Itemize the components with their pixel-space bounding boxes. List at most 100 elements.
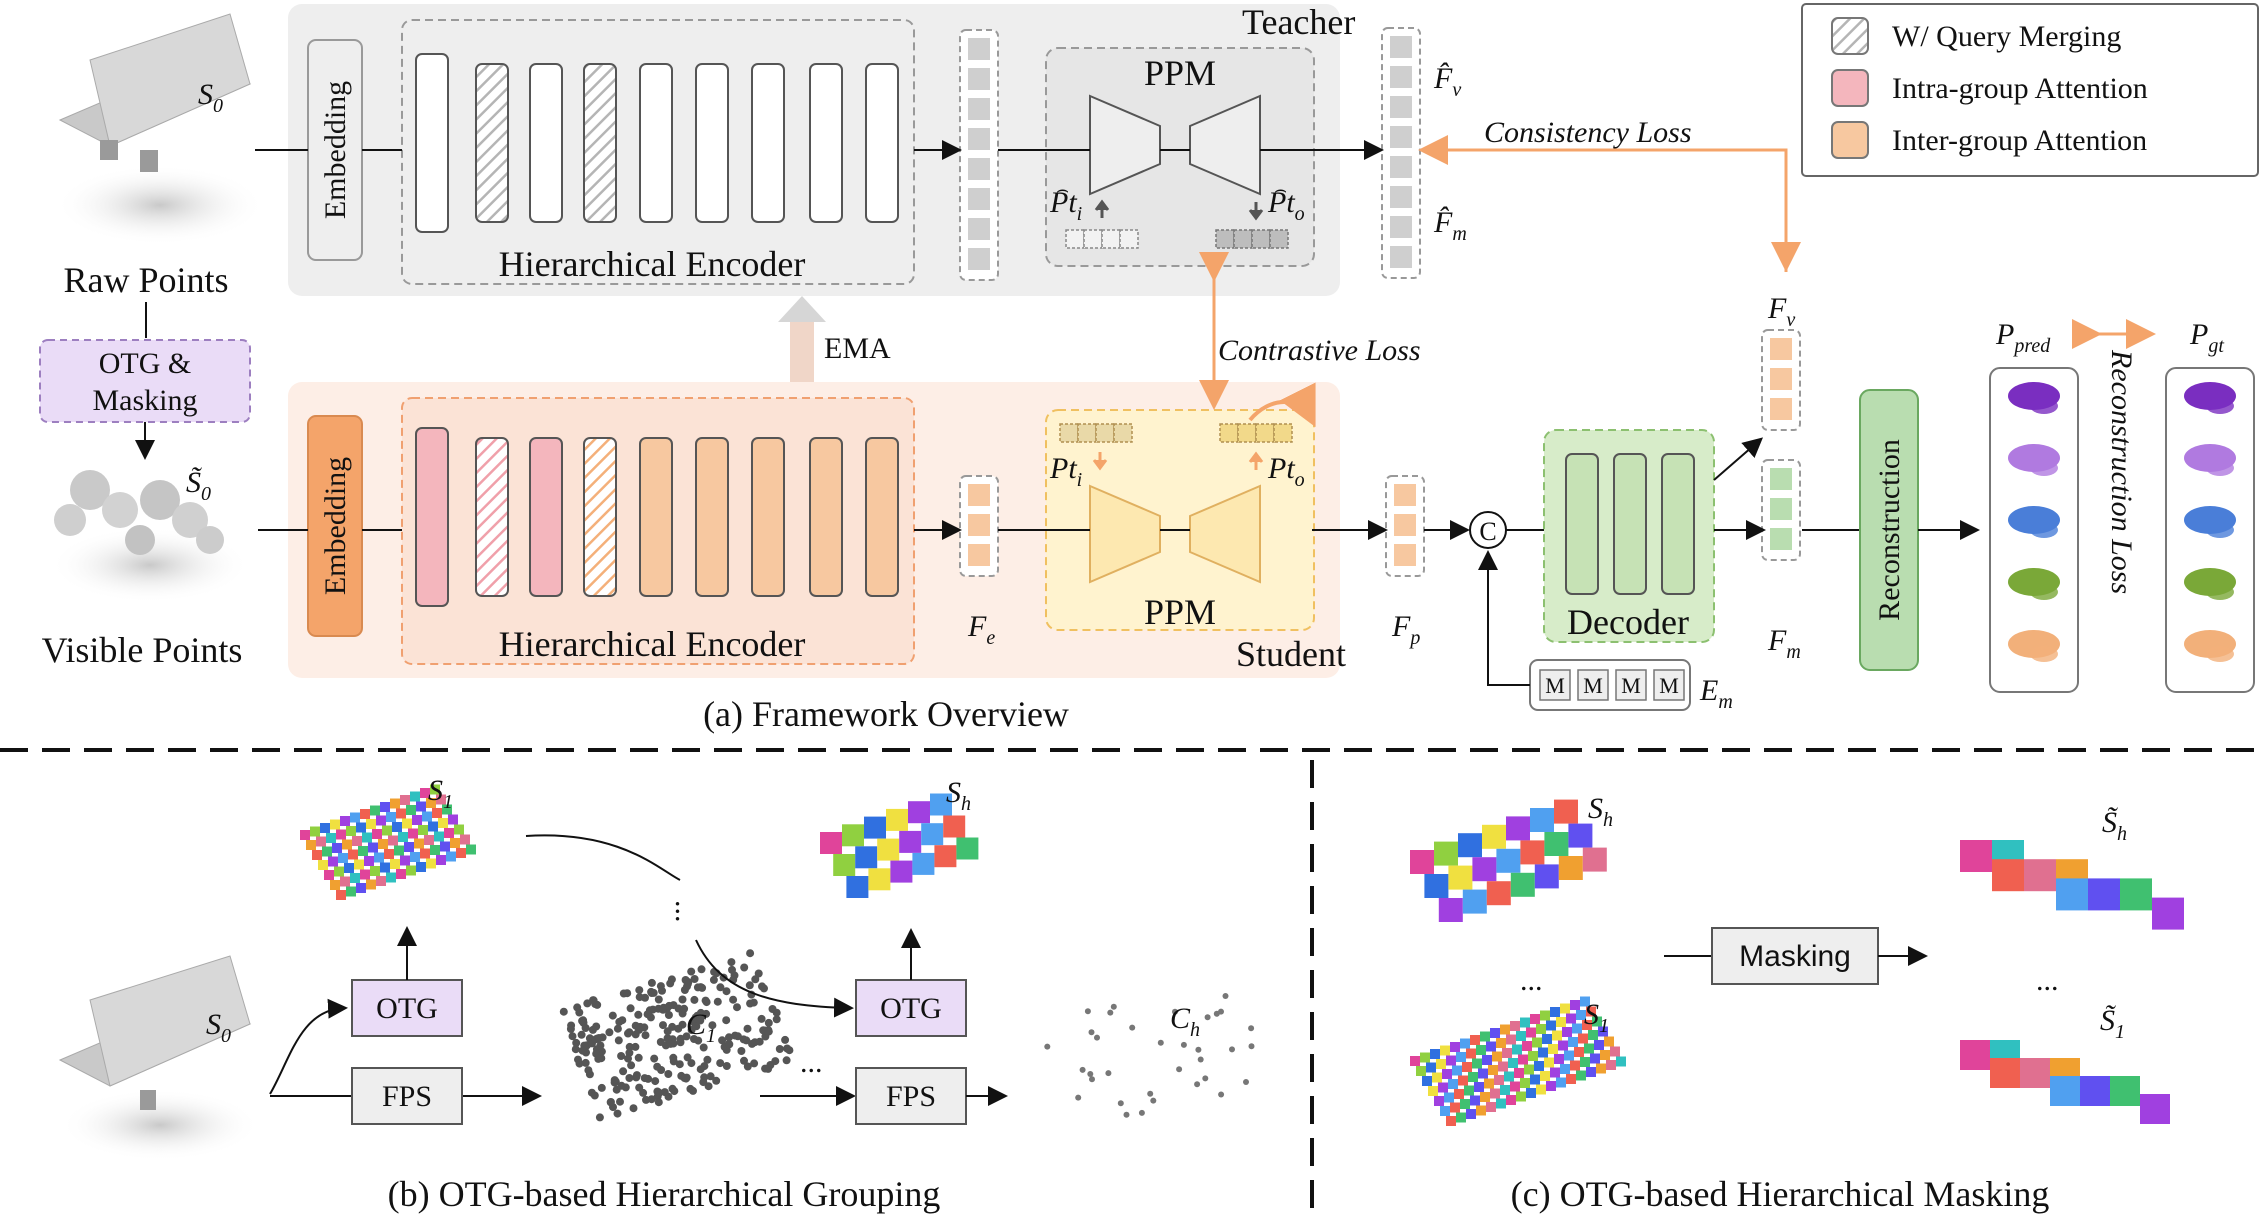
point-cluster — [1570, 1000, 1580, 1010]
visible-points-image — [50, 470, 250, 603]
sampled-point — [1107, 1009, 1114, 1016]
point-cluster — [1476, 1105, 1486, 1116]
sampled-point — [592, 1022, 601, 1031]
point-cluster — [336, 829, 346, 840]
mask-token-label: M — [1621, 673, 1641, 698]
sampled-point — [654, 1098, 663, 1107]
mask-token-box — [1577, 669, 1609, 701]
point-cluster — [855, 846, 878, 869]
fv-col-token — [1770, 338, 1792, 360]
point-cluster — [1556, 1077, 1566, 1088]
encoder-layer — [583, 63, 617, 223]
pti-cube — [1065, 229, 1085, 249]
point-cluster — [1616, 1056, 1626, 1067]
point-cluster — [1572, 1023, 1582, 1034]
masking-s1-label: S1 — [1584, 998, 1609, 1037]
sampled-point — [619, 1067, 628, 1076]
point-cluster — [410, 791, 420, 802]
grouping-s1-label: S1 — [428, 774, 453, 813]
student-pti-down-arrow — [1092, 452, 1108, 471]
concat-symbol-text: C — [1479, 517, 1496, 546]
teacher-pti-label: Pti — [1049, 186, 1082, 225]
sampled-point — [731, 1031, 740, 1040]
sampled-point — [666, 979, 675, 988]
point-cluster — [868, 868, 891, 891]
sampled-point — [751, 975, 760, 984]
point-cluster — [1416, 1066, 1426, 1076]
point-cluster — [1552, 1030, 1562, 1041]
encoder-layer — [695, 63, 729, 223]
point-cluster — [1546, 1081, 1556, 1091]
point-cluster — [1512, 1044, 1522, 1055]
point-cluster — [1506, 1034, 1516, 1045]
point-cluster — [350, 873, 360, 883]
encoder-layer — [865, 437, 899, 597]
point-cluster — [1430, 1049, 1440, 1059]
shape-blob — [2206, 398, 2234, 414]
student-pto-curve-arrow — [1248, 382, 1316, 428]
point-cluster — [1514, 1068, 1524, 1078]
fm-hat-label: F̂m — [1433, 206, 1467, 245]
point-cluster — [388, 835, 398, 846]
point-cluster — [930, 793, 952, 816]
mask-token-label: M — [1545, 673, 1565, 698]
student-ppm-encoder-shape — [1089, 484, 1161, 584]
sampled-point — [737, 1047, 746, 1055]
fv-col-token — [1770, 368, 1792, 390]
fm-token-column — [1761, 459, 1801, 561]
teacher-embedding-label: Embedding — [319, 81, 352, 219]
student-pti-label: Pti — [1049, 452, 1082, 491]
point-cluster — [1990, 1058, 2020, 1088]
otg-box-1-label: OTG — [376, 992, 438, 1025]
student-pto-tokens — [1219, 423, 1293, 443]
fp-token-column — [1385, 475, 1425, 577]
fm-col-token — [1770, 498, 1792, 520]
mask-token-label: M — [1583, 673, 1603, 698]
point-cluster — [1510, 872, 1535, 897]
point-cluster — [1560, 1003, 1570, 1014]
point-cluster — [1500, 1024, 1510, 1035]
masking-sh-label: Sh — [1588, 792, 1613, 831]
sampled-point — [748, 1039, 756, 1048]
point-cluster — [456, 848, 466, 858]
sampled-point — [566, 1025, 575, 1033]
sampled-point — [631, 1021, 640, 1030]
sampled-point — [1243, 1079, 1249, 1085]
sampled-point — [675, 1060, 684, 1069]
sampled-point — [664, 1092, 673, 1101]
legend-label: W/ Query Merging — [1892, 20, 2121, 53]
sampled-point — [669, 1001, 678, 1010]
point-cluster — [833, 854, 856, 876]
sampled-point — [658, 986, 666, 995]
point-cluster — [1424, 874, 1449, 898]
point-cluster — [416, 862, 426, 872]
mask-token-box — [1615, 669, 1647, 701]
sampled-point — [571, 1045, 580, 1054]
point-cluster — [1456, 1112, 1466, 1123]
teacher-encoder-box — [401, 19, 915, 285]
point-cluster — [1540, 1071, 1550, 1081]
point-cluster — [890, 860, 913, 883]
raw-points-label: Raw Points — [63, 260, 228, 300]
teacher-pto-label: Pto — [1267, 186, 1305, 225]
decoder-label: Decoder — [1567, 602, 1689, 642]
point-cluster — [2024, 859, 2056, 892]
sampled-point — [680, 1004, 689, 1013]
sampled-point — [1222, 993, 1229, 999]
sampled-point — [758, 982, 766, 991]
sampled-point — [712, 1076, 721, 1085]
point-cluster — [1578, 1033, 1588, 1044]
legend-box — [1801, 3, 2259, 177]
sampled-point — [584, 1066, 593, 1075]
sampled-point — [745, 981, 754, 990]
point-cluster — [362, 832, 372, 843]
point-cluster — [1448, 865, 1473, 890]
contrastive-loss-label: Contrastive Loss — [1218, 334, 1421, 367]
point-cluster — [1576, 1070, 1586, 1081]
sampled-point — [716, 983, 725, 992]
sampled-point — [1157, 1039, 1164, 1046]
point-cluster — [378, 839, 388, 849]
sampled-point — [768, 1005, 777, 1013]
sampled-point — [642, 1095, 650, 1104]
point-cluster — [394, 845, 404, 856]
